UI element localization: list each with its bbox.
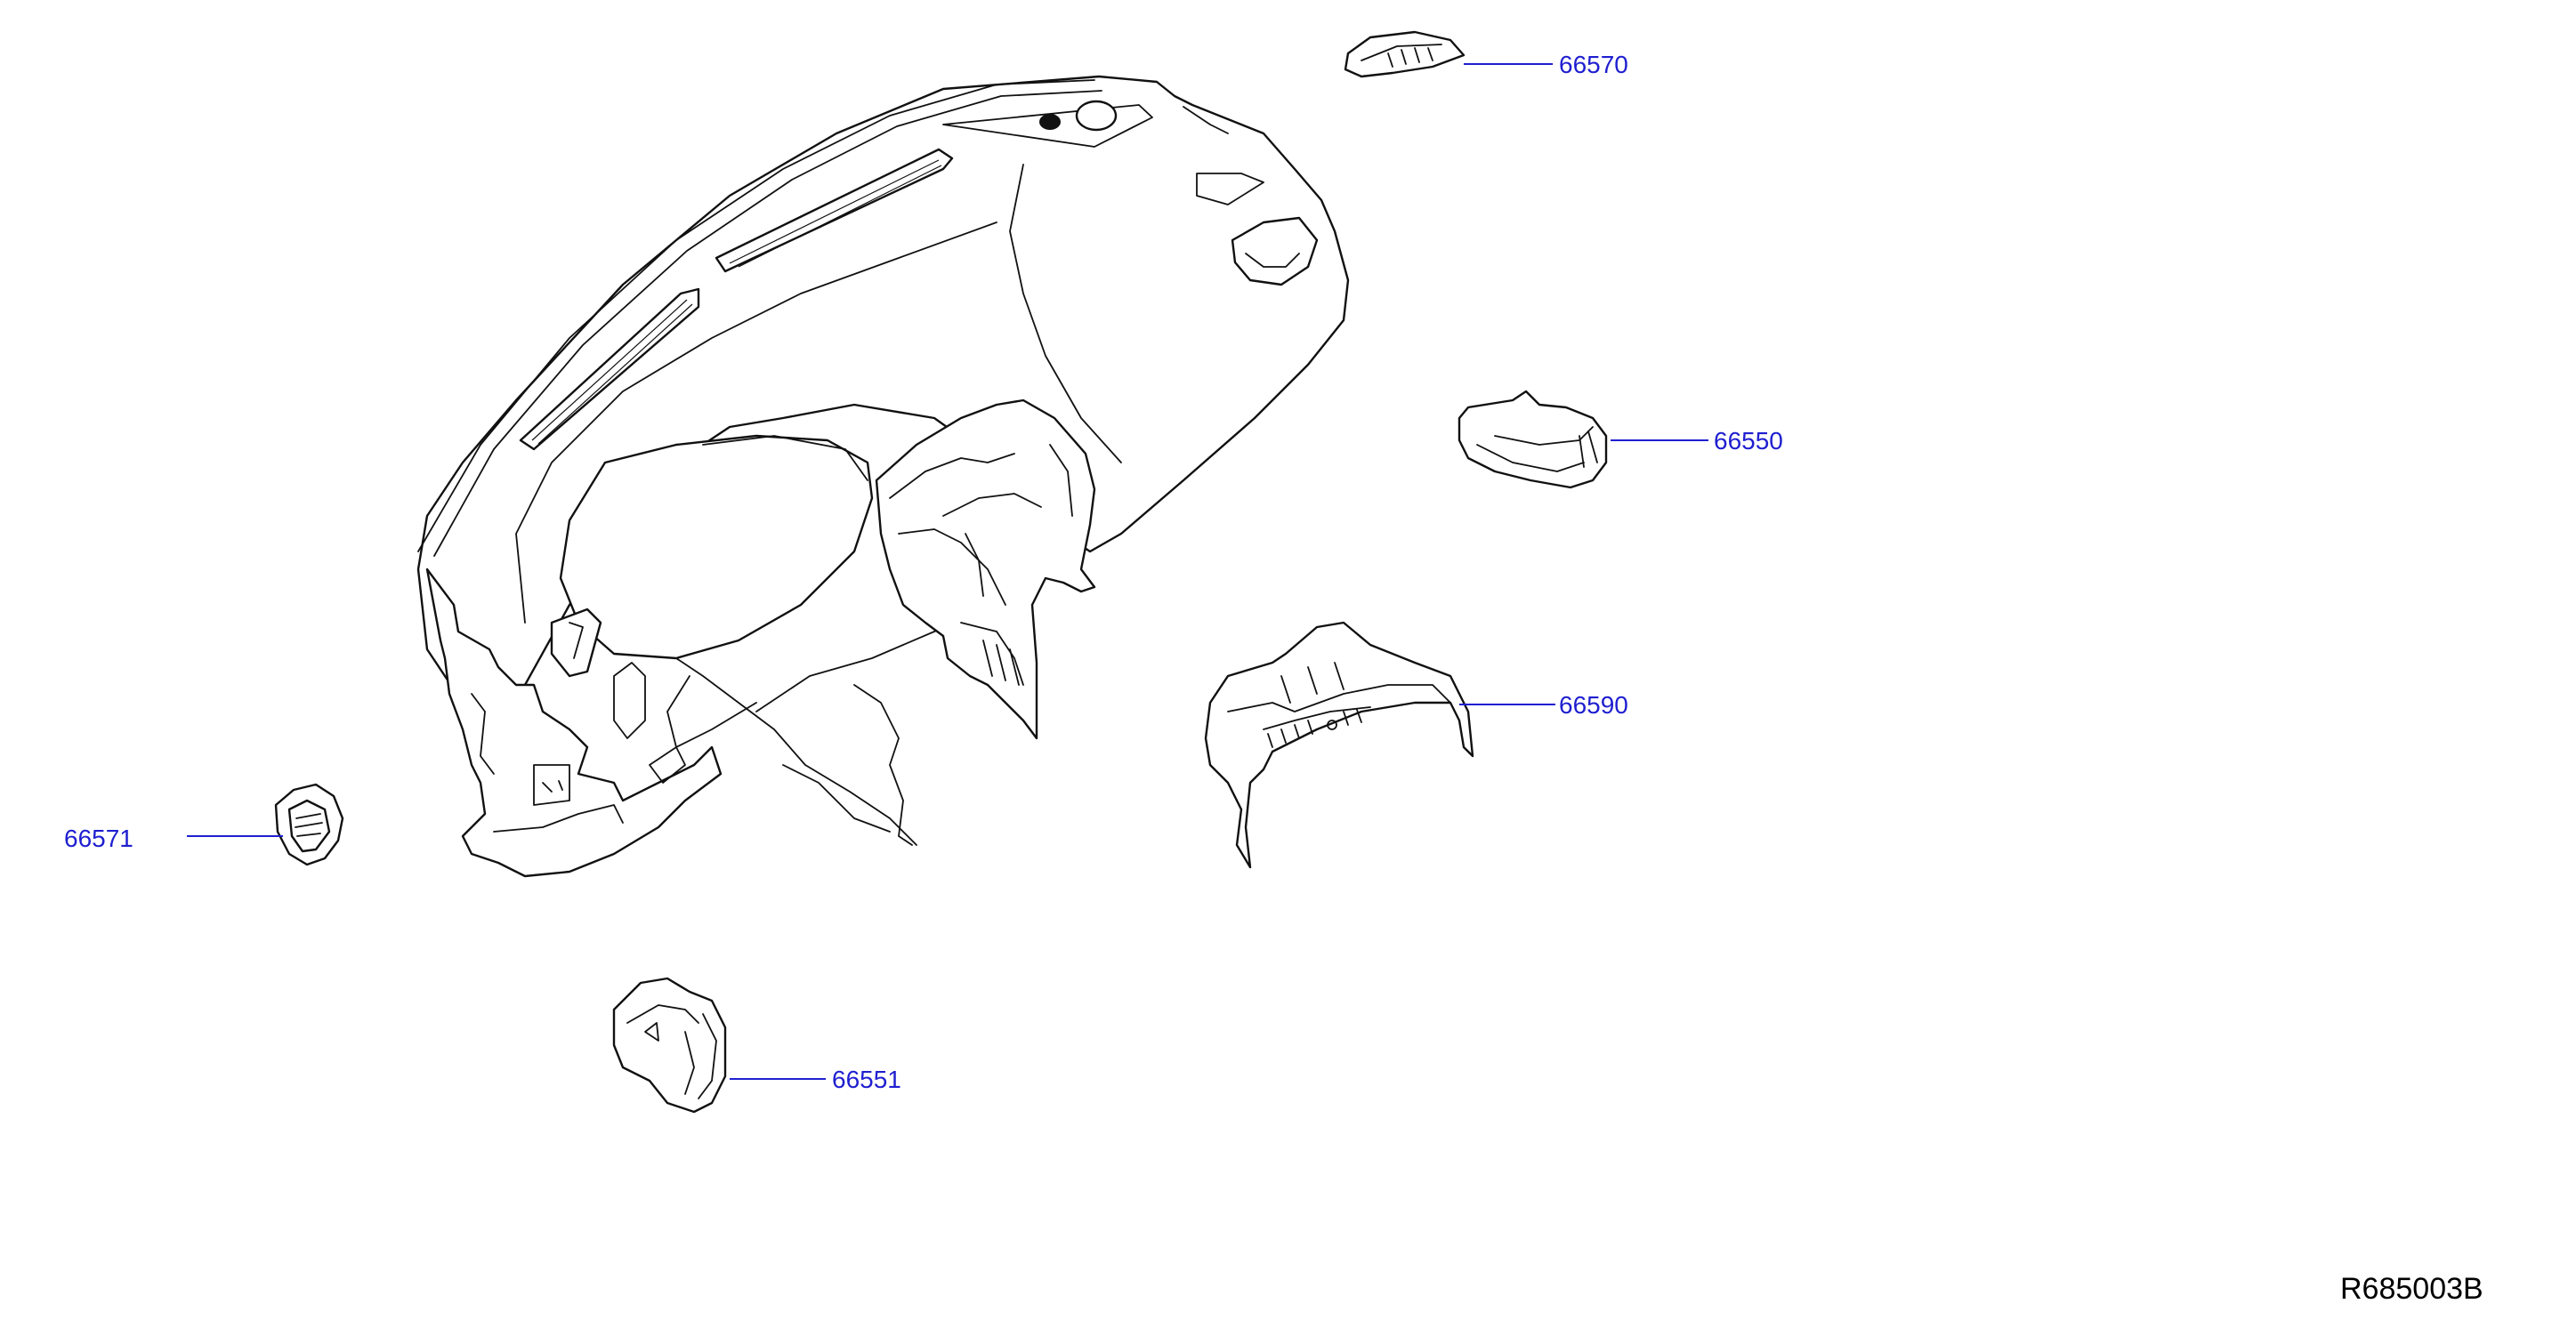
callout-66550[interactable]: 66550 xyxy=(1714,427,1783,455)
panel-top-surface xyxy=(416,75,1350,713)
callout-66551[interactable]: 66551 xyxy=(832,1066,901,1093)
reference-code: R685003B xyxy=(2340,1272,2483,1306)
sensor-dot xyxy=(1039,114,1061,130)
meter-hood xyxy=(559,434,874,660)
instrument-panel-assembly xyxy=(416,75,1350,878)
part-66571-vent xyxy=(274,783,344,866)
lower-switch-panel xyxy=(533,764,570,806)
defroster-grill-slats xyxy=(729,159,942,268)
callout-66570[interactable]: 66570 xyxy=(1559,51,1628,78)
part-66590-center-vent xyxy=(1204,621,1474,869)
lower-panel-left xyxy=(425,567,723,878)
center-stack-bracket xyxy=(875,398,1096,740)
steering-column-opening xyxy=(675,657,917,846)
part-66570-vent xyxy=(1344,30,1466,78)
left-vent-pocket xyxy=(550,608,602,678)
sunload-sensor xyxy=(1075,100,1118,132)
part-66550-vent xyxy=(1458,390,1608,489)
callout-66571[interactable]: 66571 xyxy=(64,825,133,852)
callout-66590[interactable]: 66590 xyxy=(1559,691,1628,719)
part-66551-vent xyxy=(612,977,727,1114)
right-speaker-vent xyxy=(1196,173,1264,205)
panel-speaker-area xyxy=(942,104,1153,148)
panel-front-edge xyxy=(417,79,1095,552)
right-side-vent-opening xyxy=(1231,216,1319,286)
